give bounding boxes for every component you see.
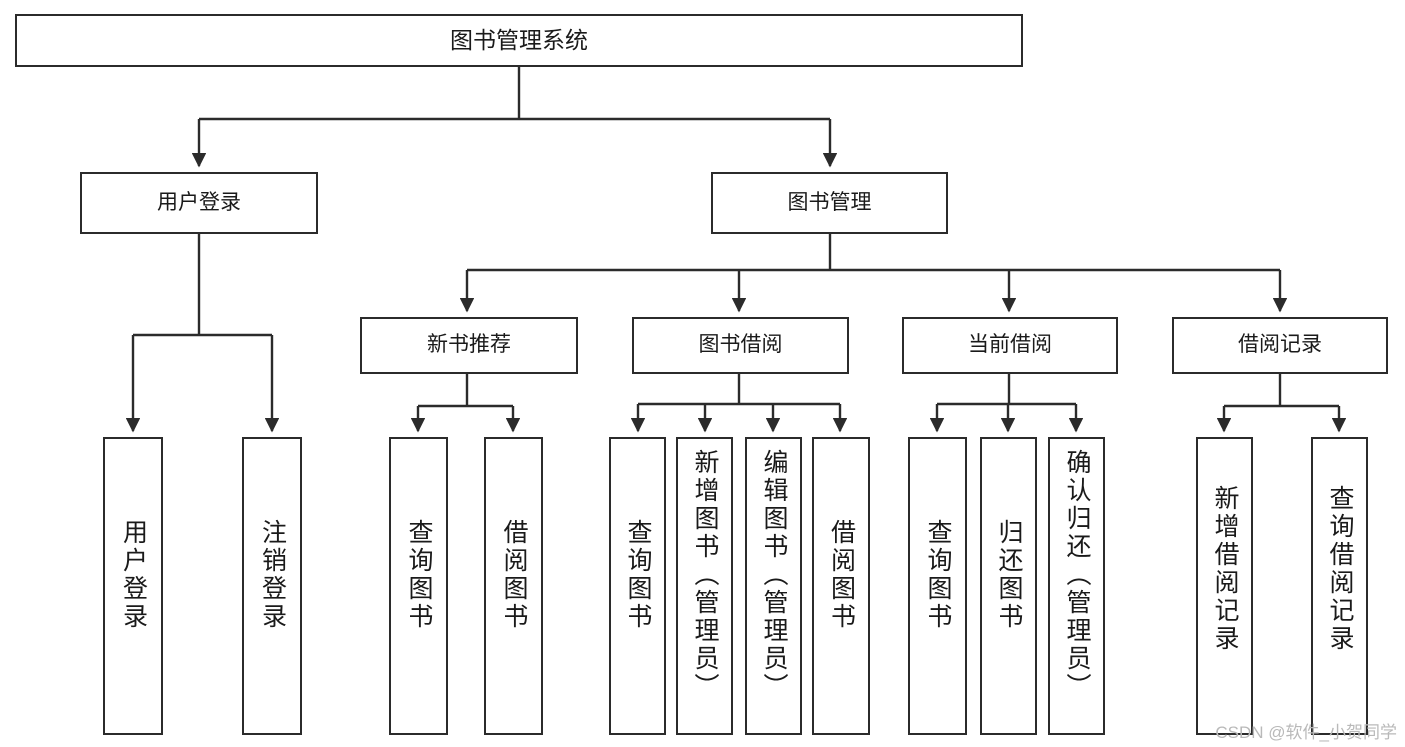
leaf-user-login-2[interactable]: 注销登录	[242, 437, 302, 735]
watermark: CSDN @软件_小贺同学	[1215, 723, 1397, 742]
node-user-login[interactable]: 用户登录	[80, 172, 318, 234]
leaf-book-borrow-4[interactable]: 借阅图书	[812, 437, 870, 735]
leaf-book-borrow-3-label: 编辑图书（管理员）	[760, 449, 788, 701]
leaf-user-login-1[interactable]: 用户登录	[103, 437, 163, 735]
leaf-book-borrow-1-label: 查询图书	[624, 519, 652, 631]
leaf-user-login-2-label: 注销登录	[258, 519, 287, 631]
node-book-manage-label: 图书管理	[787, 190, 872, 214]
leaf-borrow-record-2-label: 查询借阅记录	[1326, 485, 1354, 653]
leaf-book-borrow-2-label: 新增图书（管理员）	[691, 449, 719, 701]
node-book-borrow-label: 图书借阅	[698, 333, 783, 357]
leaf-current-borrow-1[interactable]: 查询图书	[908, 437, 967, 735]
node-root-label: 图书管理系统	[450, 26, 588, 53]
node-borrow-record-label: 借阅记录	[1238, 333, 1322, 357]
leaf-borrow-record-2[interactable]: 查询借阅记录	[1311, 437, 1368, 735]
leaf-current-borrow-3[interactable]: 确认归还（管理员）	[1048, 437, 1105, 735]
leaf-current-borrow-1-label: 查询图书	[924, 519, 952, 631]
leaf-book-borrow-3[interactable]: 编辑图书（管理员）	[745, 437, 802, 735]
node-borrow-record[interactable]: 借阅记录	[1172, 317, 1388, 374]
leaf-book-borrow-1[interactable]: 查询图书	[609, 437, 666, 735]
leaf-borrow-record-1[interactable]: 新增借阅记录	[1196, 437, 1253, 735]
node-user-login-label: 用户登录	[157, 190, 241, 214]
node-book-borrow[interactable]: 图书借阅	[632, 317, 849, 374]
node-current-borrow-label: 当前借阅	[968, 333, 1052, 357]
node-root[interactable]: 图书管理系统	[15, 14, 1023, 67]
leaf-book-borrow-2[interactable]: 新增图书（管理员）	[676, 437, 733, 735]
leaf-current-borrow-2[interactable]: 归还图书	[980, 437, 1037, 735]
leaf-borrow-record-1-label: 新增借阅记录	[1211, 485, 1239, 653]
leaf-current-borrow-3-label: 确认归还（管理员）	[1063, 449, 1091, 701]
leaf-new-book-2[interactable]: 借阅图书	[484, 437, 543, 735]
leaf-current-borrow-2-label: 归还图书	[995, 519, 1023, 631]
leaf-book-borrow-4-label: 借阅图书	[827, 519, 856, 631]
leaf-new-book-2-label: 借阅图书	[500, 519, 528, 631]
leaf-user-login-1-label: 用户登录	[119, 519, 148, 631]
node-book-manage[interactable]: 图书管理	[711, 172, 948, 234]
leaf-new-book-1-label: 查询图书	[405, 519, 433, 631]
node-new-book-recommend-label: 新书推荐	[427, 333, 511, 357]
leaf-new-book-1[interactable]: 查询图书	[389, 437, 448, 735]
node-new-book-recommend[interactable]: 新书推荐	[360, 317, 578, 374]
node-current-borrow[interactable]: 当前借阅	[902, 317, 1118, 374]
